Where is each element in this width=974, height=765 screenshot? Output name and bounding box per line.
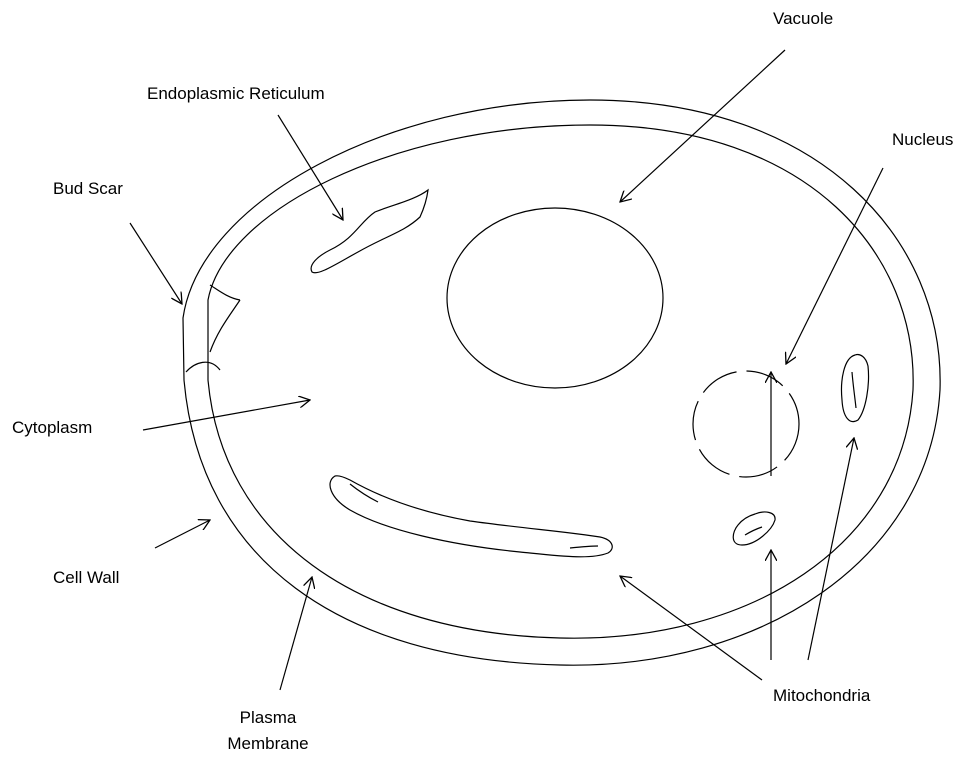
arrow-mitochondria-elongated	[620, 576, 762, 680]
label-mitochondria: Mitochondria	[773, 686, 870, 706]
mitochondrion-small-detail	[745, 527, 762, 535]
mitochondrion-right-shape	[842, 354, 869, 421]
arrow-cell-wall	[155, 520, 210, 548]
label-plasma-membrane-line1: Plasma	[213, 708, 323, 728]
elongated-organelle-detail	[350, 484, 378, 502]
arrow-cytoplasm	[143, 400, 310, 430]
endoplasmic-reticulum-shape	[311, 190, 428, 273]
arrow-plasma-membrane	[280, 577, 312, 690]
label-plasma-membrane-line2: Membrane	[213, 734, 323, 754]
elongated-organelle-shape	[330, 476, 612, 557]
vacuole-shape	[447, 208, 663, 388]
label-cell-wall: Cell Wall	[53, 568, 119, 588]
plasma-membrane-outline	[208, 125, 913, 638]
label-bud-scar: Bud Scar	[53, 179, 123, 199]
label-cytoplasm: Cytoplasm	[12, 418, 92, 438]
elongated-organelle-detail2	[570, 546, 598, 548]
arrow-endoplasmic-reticulum	[278, 115, 343, 220]
cell-wall-outline	[183, 100, 940, 665]
mitochondrion-small-shape	[733, 512, 775, 545]
arrow-mitochondria-right	[808, 438, 854, 660]
bud-scar	[210, 285, 240, 300]
arrow-bud-scar	[130, 223, 182, 304]
arrow-vacuole	[620, 50, 785, 202]
label-endoplasmic-reticulum: Endoplasmic Reticulum	[147, 84, 325, 104]
bud-scar-lower	[210, 300, 240, 352]
mitochondrion-right-detail	[852, 372, 856, 408]
label-vacuole: Vacuole	[773, 9, 833, 29]
label-nucleus: Nucleus	[892, 130, 953, 150]
arrow-nucleus	[786, 168, 883, 364]
label-plasma-membrane: Plasma Membrane	[213, 708, 323, 754]
nucleus-shape	[693, 371, 799, 477]
bud-scar-base	[186, 362, 220, 372]
